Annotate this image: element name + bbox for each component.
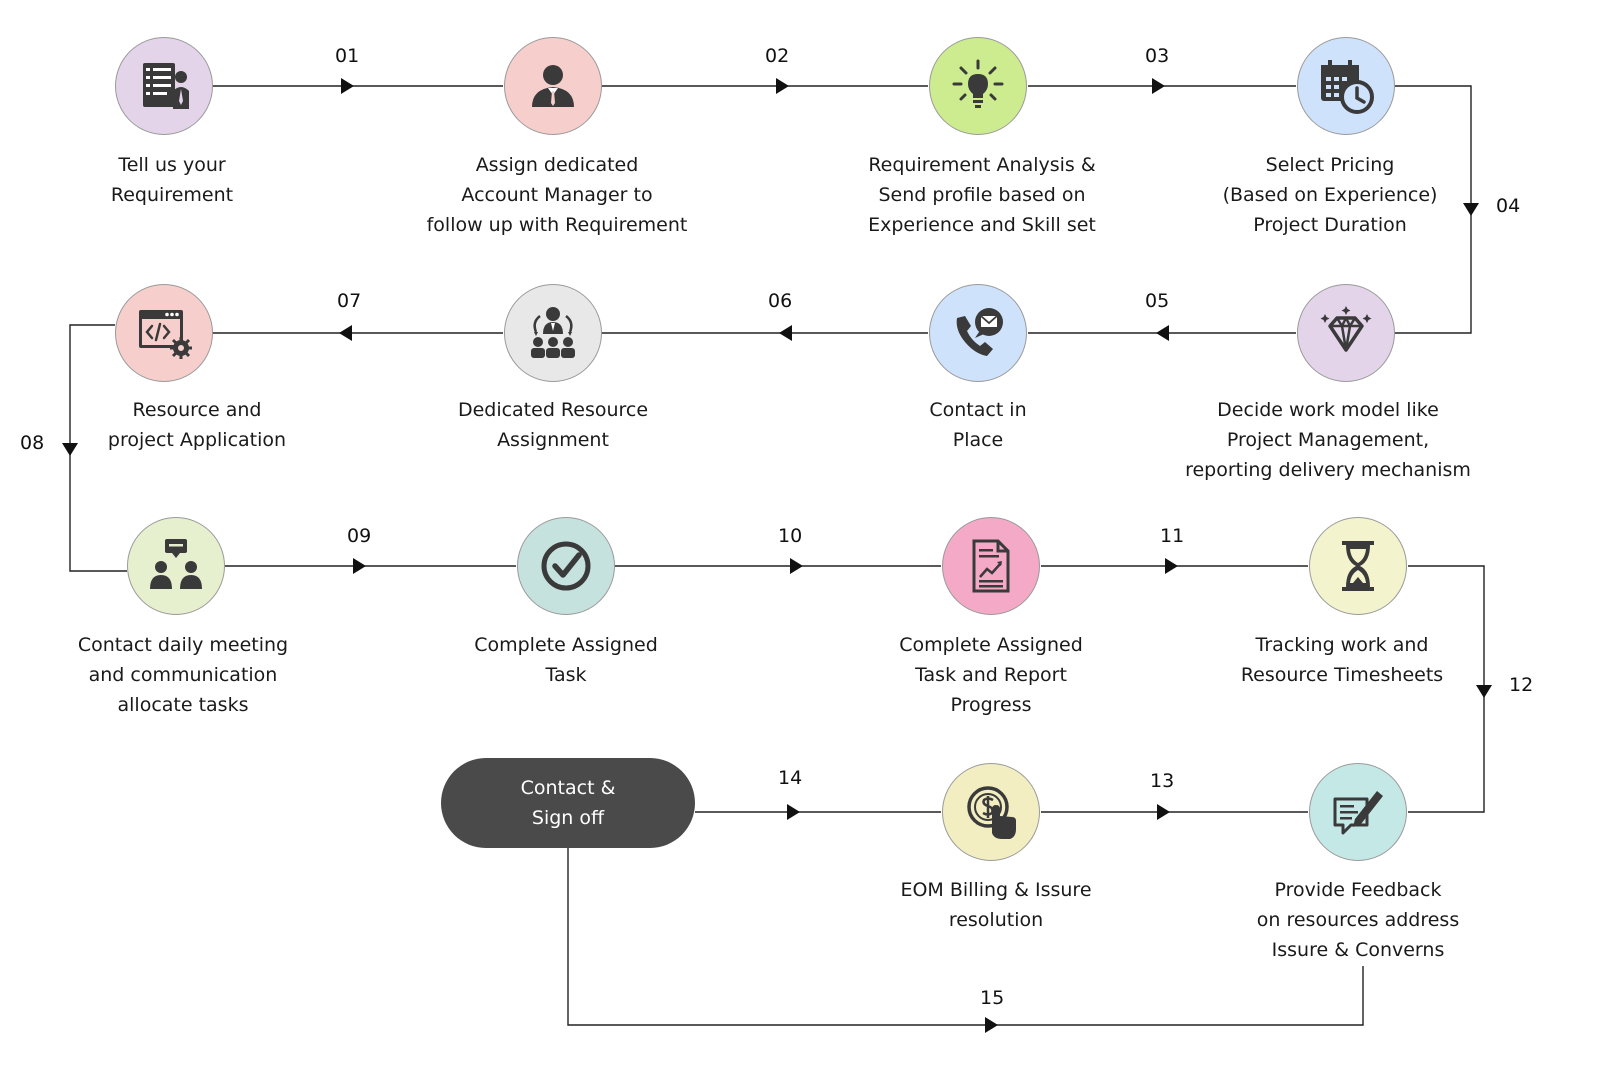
lightbulb-icon xyxy=(952,59,1004,108)
connector-number-12: 12 xyxy=(1509,674,1534,696)
arrowhead-10 xyxy=(790,558,803,574)
step-10-circle xyxy=(517,517,615,615)
step-13-circle xyxy=(1309,763,1407,861)
step-14-circle xyxy=(942,763,1040,861)
connector-line-15 xyxy=(567,848,1364,1026)
step-14-label: EOM Billing & Issure resolution xyxy=(900,879,1092,931)
step-12-circle xyxy=(1309,517,1407,615)
connector-number-07: 07 xyxy=(337,290,362,312)
billing-icon xyxy=(967,786,1016,839)
step-4-label: Select Pricing (Based on Experience) Pro… xyxy=(1222,154,1438,236)
step-11-circle xyxy=(942,517,1040,615)
hourglass-icon xyxy=(1342,541,1374,591)
connector-number-06: 06 xyxy=(768,290,793,312)
code-window-icon xyxy=(139,310,192,359)
connector-number-13: 13 xyxy=(1150,770,1175,792)
arrowhead-15 xyxy=(985,1017,998,1033)
meeting-icon xyxy=(150,539,202,589)
step-11-label: Complete Assigned Task and Report Progre… xyxy=(899,634,1083,716)
report-icon xyxy=(972,539,1010,593)
step-2-circle xyxy=(504,37,602,135)
step-2-label: Assign dedicated Account Manager to foll… xyxy=(426,154,688,236)
step-7-circle xyxy=(504,284,602,382)
step-10-label: Complete Assigned Task xyxy=(474,634,658,686)
arrowhead-07 xyxy=(339,325,352,341)
arrowhead-11 xyxy=(1165,558,1178,574)
step-9-circle xyxy=(127,517,225,615)
step-13-label: Provide Feedback on resources address Is… xyxy=(1256,879,1460,961)
account-manager-icon xyxy=(532,65,574,107)
connector-number-11: 11 xyxy=(1160,525,1185,547)
step-8-circle xyxy=(115,284,213,382)
arrowhead-03 xyxy=(1152,78,1165,94)
diamond-icon xyxy=(1320,306,1372,352)
final-step-signoff: Contact & Sign off xyxy=(441,758,695,848)
team-assignment-icon xyxy=(531,307,575,358)
connector-number-03: 03 xyxy=(1145,45,1170,67)
step-7-label: Dedicated Resource Assignment xyxy=(457,399,649,451)
arrowhead-05 xyxy=(1156,325,1169,341)
connector-number-01: 01 xyxy=(335,45,360,67)
connector-number-02: 02 xyxy=(765,45,790,67)
arrowhead-01 xyxy=(341,78,354,94)
checkmark-icon xyxy=(541,541,591,591)
connector-number-10: 10 xyxy=(778,525,803,547)
requirement-document-icon xyxy=(143,63,189,109)
arrowhead-14 xyxy=(787,804,800,820)
connector-number-09: 09 xyxy=(347,525,372,547)
step-1-circle xyxy=(115,37,213,135)
arrowhead-09 xyxy=(353,558,366,574)
connector-number-04: 04 xyxy=(1496,195,1521,217)
arrowhead-02 xyxy=(776,78,789,94)
calendar-clock-icon xyxy=(1321,60,1374,114)
arrowhead-04 xyxy=(1463,203,1479,216)
step-5-circle xyxy=(1297,284,1395,382)
connector-number-15: 15 xyxy=(980,987,1005,1009)
step-1-label: Tell us your Requirement xyxy=(110,154,234,206)
arrowhead-12 xyxy=(1476,685,1492,698)
phone-mail-icon xyxy=(956,308,1003,356)
step-4-circle xyxy=(1297,37,1395,135)
step-8-label: Resource and project Application xyxy=(107,399,287,451)
connector-number-05: 05 xyxy=(1145,290,1170,312)
step-12-label: Tracking work and Resource Timesheets xyxy=(1240,634,1444,686)
step-3-label: Requirement Analysis & Send profile base… xyxy=(868,154,1096,236)
arrowhead-08 xyxy=(62,443,78,456)
step-5-label: Decide work model like Project Managemen… xyxy=(1185,399,1471,481)
step-6-circle xyxy=(929,284,1027,382)
step-3-circle xyxy=(929,37,1027,135)
connector-number-14: 14 xyxy=(778,767,803,789)
arrowhead-13 xyxy=(1157,804,1170,820)
feedback-icon xyxy=(1333,791,1383,835)
step-6-label: Contact in Place xyxy=(929,399,1027,451)
arrowhead-06 xyxy=(779,325,792,341)
step-9-label: Contact daily meeting and communication … xyxy=(77,634,289,716)
connector-number-08: 08 xyxy=(20,432,45,454)
